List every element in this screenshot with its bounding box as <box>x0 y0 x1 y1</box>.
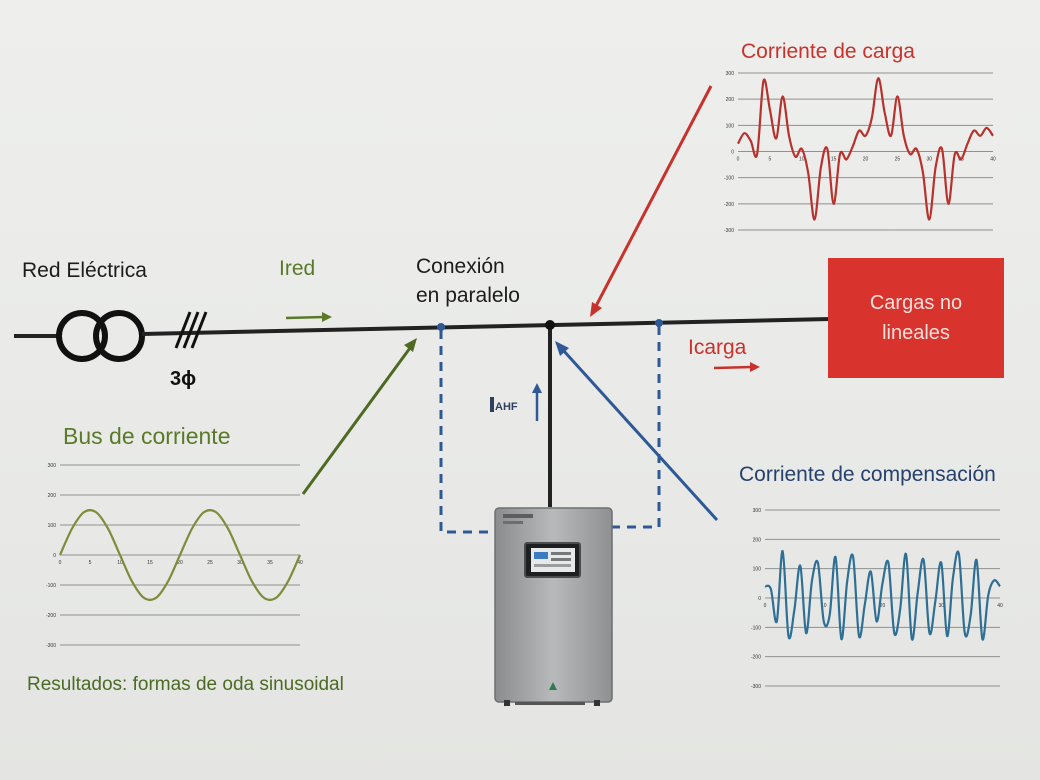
x-tick-label: 20 <box>177 560 183 566</box>
y-tick-label: -200 <box>751 655 761 661</box>
x-tick-label: 10 <box>821 603 827 609</box>
nonlinear-load-line2: lineales <box>882 322 950 344</box>
x-tick-label: 15 <box>831 157 837 163</box>
y-tick-label: 300 <box>753 508 762 514</box>
y-tick-label: 100 <box>753 567 762 573</box>
y-tick-label: 200 <box>726 97 735 103</box>
sensor-point-left <box>437 323 445 331</box>
y-tick-label: 0 <box>758 596 761 602</box>
x-tick-label: 25 <box>207 560 213 566</box>
bus-chart-title: Bus de corriente <box>63 423 231 449</box>
x-tick-label: 15 <box>147 560 153 566</box>
x-tick-label: 5 <box>768 157 771 163</box>
results-caption: Resultados: formas de oda sinusoidal <box>27 674 344 695</box>
icarga-label: Icarga <box>688 336 747 359</box>
y-tick-label: -300 <box>724 228 734 234</box>
x-tick-label: 25 <box>895 157 901 163</box>
main-bus-line <box>141 317 831 336</box>
carga-series-line <box>737 77 994 221</box>
x-tick-label: 30 <box>926 157 932 163</box>
three-phase-label: 3ϕ <box>170 368 197 390</box>
x-tick-label: 40 <box>990 157 996 163</box>
bus-series-line <box>58 508 302 602</box>
y-tick-label: 200 <box>753 537 762 543</box>
ahf-device <box>494 507 613 706</box>
y-tick-label: -100 <box>751 625 761 631</box>
y-tick-label: -300 <box>46 643 56 649</box>
x-tick-label: 10 <box>117 560 123 566</box>
nonlinear-load-box <box>828 258 1004 378</box>
x-tick-label: 35 <box>267 560 273 566</box>
x-tick-label: 40 <box>997 603 1003 609</box>
measurement-dashed-loop <box>439 326 661 534</box>
sensor-point-right <box>655 319 663 327</box>
y-tick-label: 0 <box>53 553 56 559</box>
green-pointer-arrow-icon <box>301 338 417 495</box>
transformer-icon <box>56 310 108 362</box>
y-tick-label: -100 <box>724 176 734 182</box>
transformer-coil-icon <box>93 310 145 362</box>
junction-dot <box>545 320 555 330</box>
y-tick-label: -200 <box>724 202 734 208</box>
compensation-chart-title: Corriente de compensación <box>739 463 996 486</box>
x-tick-label: 10 <box>799 157 805 163</box>
three-phase-ticks-icon <box>174 311 208 349</box>
connection-label-line1: Conexión <box>416 255 505 278</box>
x-tick-label: 30 <box>938 603 944 609</box>
y-tick-label: -200 <box>46 613 56 619</box>
y-tick-label: 200 <box>48 493 57 499</box>
y-tick-label: 100 <box>726 123 735 129</box>
red-pointer-arrow-icon <box>590 85 713 317</box>
y-tick-label: -100 <box>46 583 56 589</box>
nonlinear-load-line1: Cargas no <box>869 292 963 314</box>
x-tick-label: 20 <box>880 603 886 609</box>
x-tick-label: 30 <box>237 560 243 566</box>
x-tick-label: 5 <box>89 560 92 566</box>
y-tick-label: 0 <box>731 150 734 156</box>
ired-arrow-icon <box>285 312 332 322</box>
connection-label-line2: en paralelo <box>416 284 520 307</box>
iahf-arrow-icon <box>532 383 542 421</box>
iahf-subscript: AHF <box>495 401 518 413</box>
red-electrica-label: Red Eléctrica <box>22 259 147 282</box>
x-tick-label: 0 <box>764 603 767 609</box>
load-chart-title: Corriente de carga <box>741 40 915 63</box>
iahf-i-glyph <box>490 397 494 412</box>
y-tick-label: 100 <box>48 523 57 529</box>
y-tick-label: 300 <box>48 463 57 469</box>
iahf-label: AHF <box>490 397 518 415</box>
y-tick-label: -300 <box>751 684 761 690</box>
icarga-arrow-icon <box>713 362 760 372</box>
ired-label: Ired <box>279 257 316 280</box>
x-tick-label: 20 <box>863 157 869 163</box>
comp-series-line <box>764 549 1001 641</box>
y-tick-label: 300 <box>726 71 735 77</box>
x-tick-label: 40 <box>297 560 303 566</box>
x-tick-label: 0 <box>737 157 740 163</box>
x-tick-label: 0 <box>59 560 62 566</box>
blue-pointer-arrow-icon <box>555 341 719 522</box>
